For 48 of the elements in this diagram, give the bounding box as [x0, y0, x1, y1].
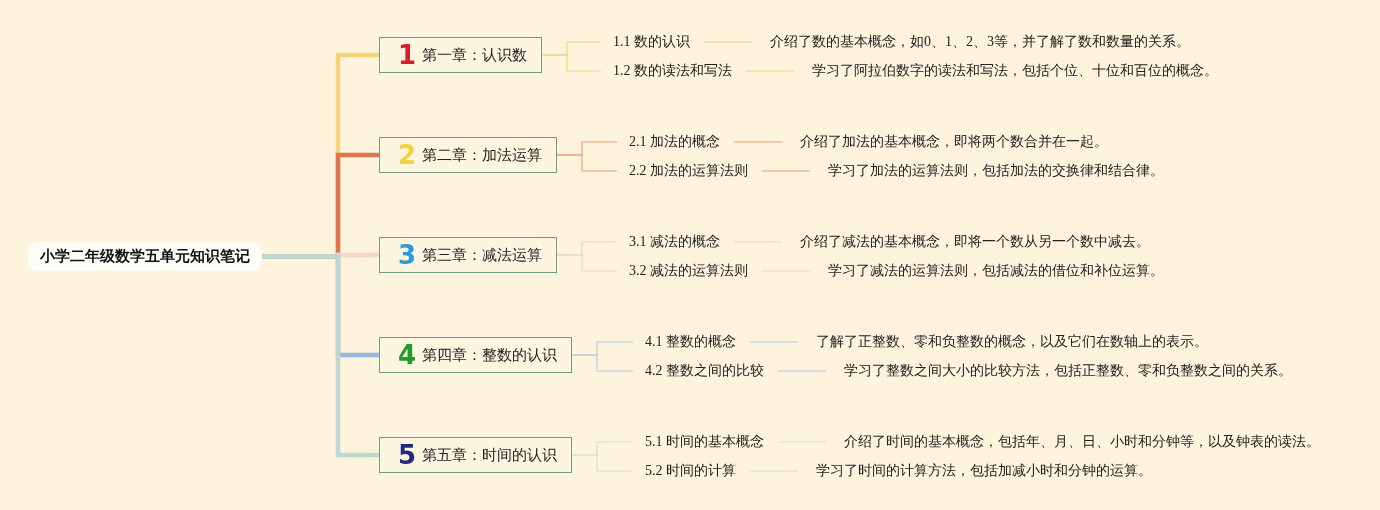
- subtopic-label: 2.2 加法的运算法则: [629, 162, 748, 180]
- connector-line: [262, 254, 379, 458]
- chapter-title: 第三章：减法运算: [422, 245, 543, 265]
- chapter-number: 4: [398, 340, 417, 370]
- chapter-number: 3: [398, 240, 417, 270]
- description-text: 学习了整数之间大小的比较方法，包括正整数、零和负整数之间的关系。: [844, 362, 1292, 380]
- subtopic-label: 4.2 整数之间的比较: [645, 362, 764, 380]
- subtopic-label: 3.1 减法的概念: [629, 233, 720, 251]
- description-text: 了解了正整数、零和负整数的概念，以及它们在数轴上的表示。: [816, 333, 1208, 351]
- chapter-title: 第二章：加法运算: [422, 145, 543, 165]
- subtopic-label: 5.1 时间的基本概念: [645, 433, 764, 451]
- description-text: 学习了减法的运算法则，包括减法的借位和补位运算。: [828, 262, 1164, 280]
- description-text: 学习了时间的计算方法，包括加减小时和分钟的运算。: [816, 462, 1152, 480]
- subtopic-label: 2.1 加法的概念: [629, 133, 720, 151]
- description-text: 介绍了加法的基本概念，即将两个数合并在一起。: [800, 133, 1108, 151]
- chapter-number: 5: [398, 440, 417, 470]
- subtopic-label: 4.1 整数的概念: [645, 333, 736, 351]
- connector-line: [733, 141, 783, 143]
- subtopic-label: 5.2 时间的计算: [645, 462, 736, 480]
- connector-line: [541, 54, 602, 72]
- chapter-box: [379, 237, 558, 273]
- subtopic-label: 1.2 数的读法和写法: [613, 62, 732, 80]
- description-text: 介绍了减法的基本概念，即将一个数从另一个数中减去。: [800, 233, 1150, 251]
- connector-line: [556, 154, 618, 172]
- description-text: 介绍了数的基本概念，如0、1、2、3等，并了解了数和数量的关系。: [770, 33, 1190, 51]
- description-text: 学习了加法的运算法则，包括加法的交换律和结合律。: [828, 162, 1164, 180]
- connector-line: [703, 41, 753, 43]
- chapter-box: [379, 337, 573, 373]
- root-topic-box: 小学二年级数学五单元知识笔记: [28, 241, 262, 271]
- connector-line: [745, 70, 795, 72]
- chapter-number: 2: [398, 140, 417, 170]
- chapter-title: 第一章：认识数: [422, 45, 528, 65]
- chapter-box: [379, 437, 573, 473]
- connector-line: [777, 370, 827, 372]
- chapter-title: 第五章：时间的认识: [422, 445, 558, 465]
- connector-line: [571, 454, 634, 472]
- connector-line: [761, 170, 811, 172]
- description-text: 学习了阿拉伯数字的读法和写法，包括个位、十位和百位的概念。: [812, 62, 1218, 80]
- connector-line: [556, 254, 618, 272]
- connector-line: [749, 341, 799, 343]
- subtopic-label: 1.1 数的认识: [613, 33, 690, 51]
- description-text: 介绍了时间的基本概念，包括年、月、日、小时和分钟等，以及钟表的读法。: [844, 433, 1320, 451]
- connector-line: [571, 354, 634, 372]
- chapter-number: 1: [398, 40, 417, 70]
- subtopic-label: 3.2 减法的运算法则: [629, 262, 748, 280]
- chapter-box: [379, 37, 543, 73]
- chapter-title: 第四章：整数的认识: [422, 345, 558, 365]
- chapter-box: [379, 137, 558, 173]
